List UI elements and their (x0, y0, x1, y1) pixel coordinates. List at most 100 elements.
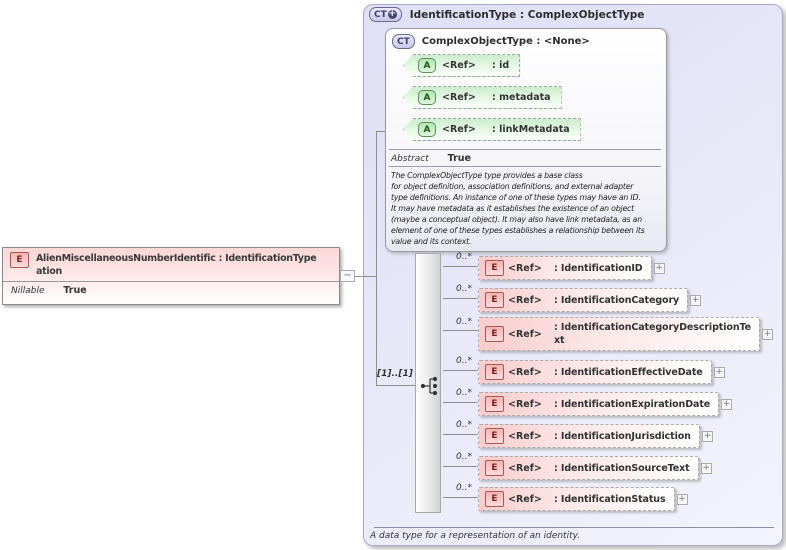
element-row-identification-category: 0..* E <Ref> : IdentificationCategory + (442, 284, 702, 312)
element-box[interactable]: E <Ref> : IdentificationJurisdiction (478, 424, 700, 448)
attribute-id[interactable]: A <Ref> : id (403, 54, 521, 77)
element-name: : IdentificationExpirationDate (554, 398, 711, 410)
element-box[interactable]: E <Ref> : IdentificationCategoryDescript… (478, 317, 760, 351)
abstract-value: True (447, 153, 471, 164)
cardinality-label: 0..* (456, 452, 472, 462)
attribute-icon: A (418, 58, 436, 73)
attribute-name: : linkMetadata (492, 124, 570, 135)
cardinality-label: 0..* (456, 483, 472, 493)
attribute-name: : id (492, 60, 510, 71)
expand-button[interactable]: + (653, 262, 665, 274)
nillable-label: Nillable (11, 286, 45, 296)
element-row-identification-category-description-text: 0..* E <Ref> : IdentificationCategoryDes… (443, 317, 773, 351)
divider (389, 149, 661, 150)
expand-button[interactable]: + (713, 366, 725, 378)
attribute-ref: <Ref> (442, 124, 476, 135)
element-ref: <Ref> (508, 398, 542, 410)
attribute-ref: <Ref> (442, 60, 476, 71)
element-row-identification-effective-date: 0..* E <Ref> : IdentificationEffectiveDa… (443, 356, 725, 384)
attribute-linkmetadata[interactable]: A <Ref> : linkMetadata (403, 118, 581, 141)
element-row-identification-id: 0..* E <Ref> : IdentificationID + (443, 252, 665, 280)
connector-trunk (376, 131, 377, 386)
element-box[interactable]: E <Ref> : IdentificationStatus (478, 487, 675, 511)
element-icon: E (10, 252, 29, 268)
expand-button[interactable]: + (690, 294, 702, 306)
ct-badge-label: CT (374, 9, 387, 20)
element-box[interactable]: E <Ref> : IdentificationExpirationDate (478, 392, 720, 416)
element-ref: <Ref> (508, 462, 542, 474)
cardinality-label: 0..* (456, 356, 472, 366)
element-ref: <Ref> (508, 366, 542, 378)
complex-type-plus-icon: CT + (369, 7, 402, 22)
element-name: : IdentificationJurisdiction (554, 430, 691, 442)
nillable-value: True (63, 285, 87, 296)
cardinality-label: 0..* (456, 252, 472, 262)
element-icon: E (485, 326, 504, 342)
left-box-title: AlienMiscellaneousNumberIdentific : Iden… (36, 253, 317, 277)
element-ref: <Ref> (508, 430, 542, 442)
expand-button[interactable]: + (761, 328, 773, 340)
connector-left-entry (355, 276, 376, 277)
expand-button[interactable]: + (700, 462, 712, 474)
element-icon: E (485, 292, 504, 308)
element-row-identification-source-text: 0..* E <Ref> : IdentificationSourceText … (443, 452, 712, 480)
element-box[interactable]: E <Ref> : IdentificationSourceText (478, 456, 699, 480)
element-name: : IdentificationCategoryDescriptionTe xt (554, 322, 751, 346)
element-box[interactable]: E <Ref> : IdentificationEffectiveDate (478, 360, 712, 384)
element-ref: <Ref> (508, 493, 542, 505)
attribute-metadata[interactable]: A <Ref> : metadata (403, 86, 562, 109)
cardinality-label: 0..* (456, 284, 472, 294)
element-icon: E (485, 428, 504, 444)
divider (374, 527, 774, 528)
element-name: : IdentificationSourceText (554, 462, 690, 474)
sequence-icon (420, 376, 438, 396)
element-icon: E (485, 396, 504, 412)
attribute-icon: A (418, 122, 436, 137)
panel-header: CT + IdentificationType : ComplexObjectT… (369, 7, 644, 22)
element-row-identification-status: 0..* E <Ref> : IdentificationStatus + (443, 483, 688, 511)
base-type-title: ComplexObjectType : <None> (421, 36, 590, 47)
element-icon: E (485, 491, 504, 507)
cardinality-label: 0..* (456, 388, 472, 398)
sequence-cardinality: [1]..[1] (377, 369, 413, 379)
cardinality-label: 0..* (456, 420, 472, 430)
nillable-property: Nillable True (11, 285, 87, 296)
element-name: : IdentificationCategory (554, 294, 680, 306)
element-box[interactable]: E <Ref> : IdentificationCategory (478, 288, 689, 312)
base-type-header: CT ComplexObjectType : <None> (386, 29, 666, 49)
attribute-icon: A (418, 90, 436, 105)
cardinality-label: 0..* (456, 317, 472, 327)
element-ref: <Ref> (508, 294, 542, 306)
attribute-name: : metadata (492, 92, 551, 103)
element-name: : IdentificationEffectiveDate (554, 366, 703, 378)
element-icon: E (485, 260, 504, 276)
complex-type-icon: CT (392, 34, 415, 49)
base-type-description: The ComplexObjectType type provides a ba… (391, 171, 645, 246)
element-ref: <Ref> (508, 328, 542, 340)
abstract-property: Abstract True (391, 153, 471, 164)
panel-footer-description: A data type for a representation of an i… (370, 531, 581, 541)
element-icon: E (485, 364, 504, 380)
alien-miscellaneous-number-identification-box[interactable]: E AlienMiscellaneousNumberIdentific : Id… (2, 247, 340, 305)
element-name: : IdentificationID (554, 262, 643, 274)
attribute-ref: <Ref> (442, 92, 476, 103)
panel-title: IdentificationType : ComplexObjectType (409, 8, 645, 21)
abstract-label: Abstract (391, 154, 429, 164)
expand-button[interactable]: + (676, 493, 688, 505)
divider (389, 166, 661, 167)
expand-button[interactable]: + (701, 430, 713, 442)
element-name: : IdentificationStatus (554, 493, 666, 505)
element-box[interactable]: E <Ref> : IdentificationID (478, 256, 652, 280)
element-ref: <Ref> (508, 262, 542, 274)
collapse-button[interactable]: − (340, 270, 355, 282)
connector-sequence (376, 385, 416, 386)
element-row-identification-expiration-date: 0..* E <Ref> : IdentificationExpirationD… (442, 388, 733, 416)
divider (3, 281, 339, 282)
expand-button[interactable]: + (721, 398, 733, 410)
plus-badge-icon: + (387, 9, 397, 19)
element-row-identification-jurisdiction: 0..* E <Ref> : IdentificationJurisdictio… (443, 420, 713, 448)
element-icon: E (485, 460, 504, 476)
sequence-bar[interactable] (415, 253, 441, 513)
left-box-header: E AlienMiscellaneousNumberIdentific : Id… (3, 248, 339, 278)
connector-jog (376, 131, 391, 132)
